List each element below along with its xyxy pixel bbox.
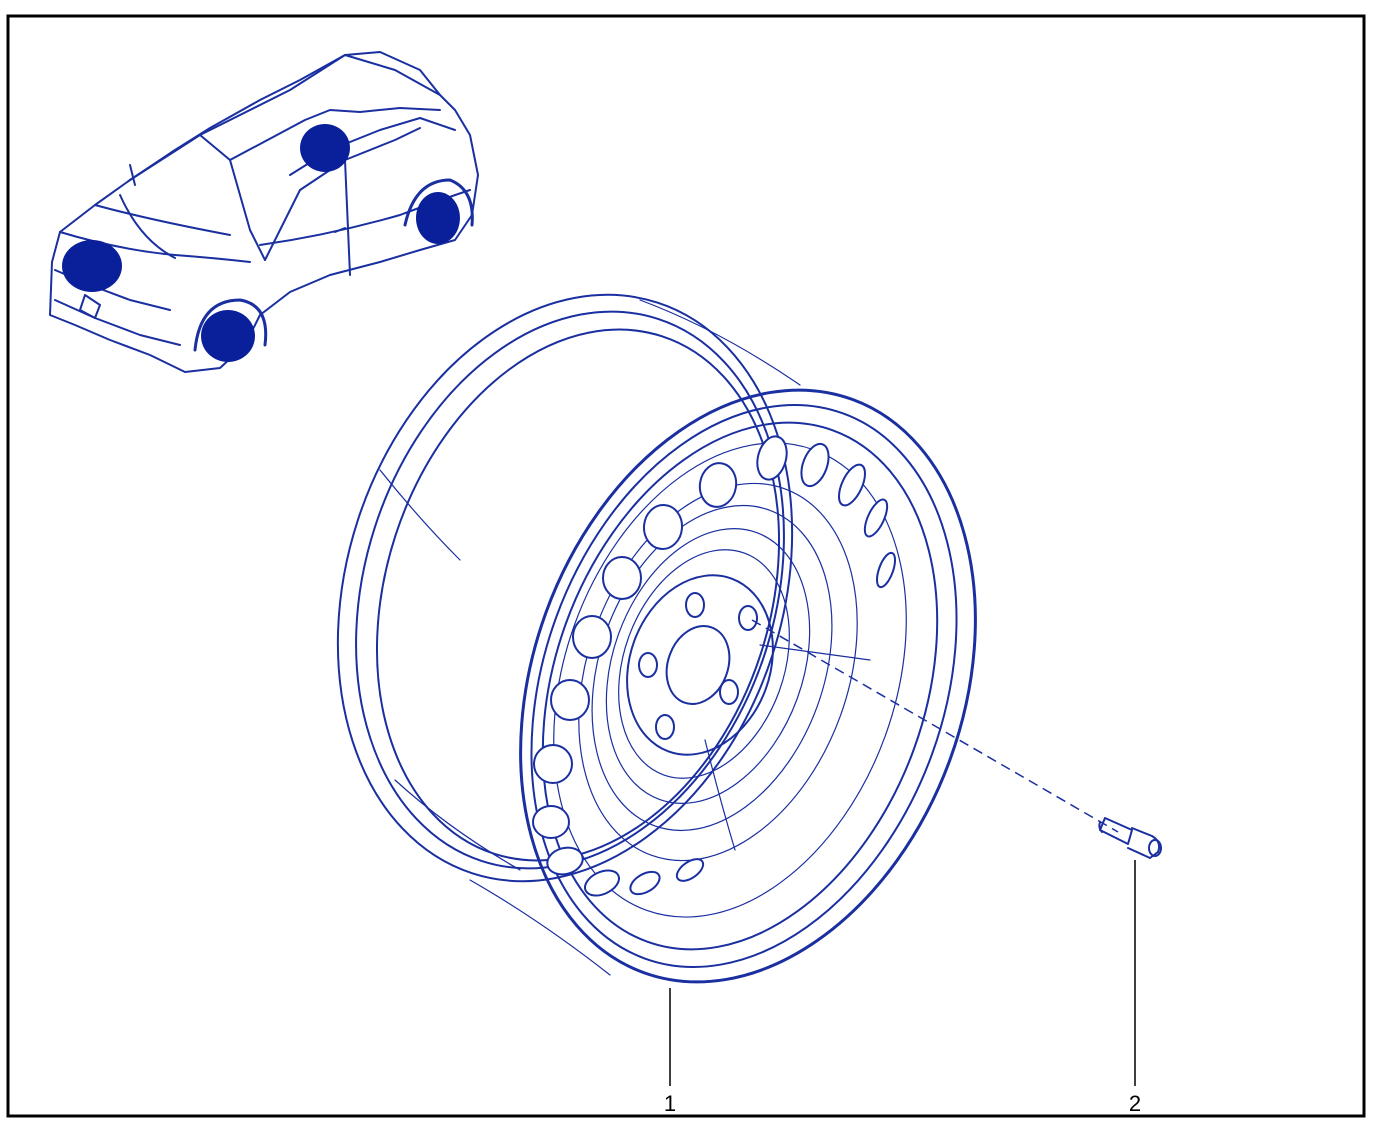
diagram-frame	[6, 14, 1366, 1118]
wheel-stud-holes	[638, 592, 758, 740]
callout-label-1: 1	[664, 1091, 676, 1116]
car-locator-icon	[49, 51, 479, 373]
callout-2: 2	[1129, 860, 1141, 1116]
wheel-position-marker-icon	[62, 124, 460, 362]
callout-1: 1	[664, 988, 676, 1116]
callout-label-2: 2	[1129, 1091, 1141, 1116]
rim-ventilation-holes	[532, 435, 897, 897]
wheel-rim-drawing	[336, 293, 977, 984]
assembly-axis-line	[751, 619, 1119, 833]
wheel-bolt-drawing	[1098, 817, 1162, 859]
